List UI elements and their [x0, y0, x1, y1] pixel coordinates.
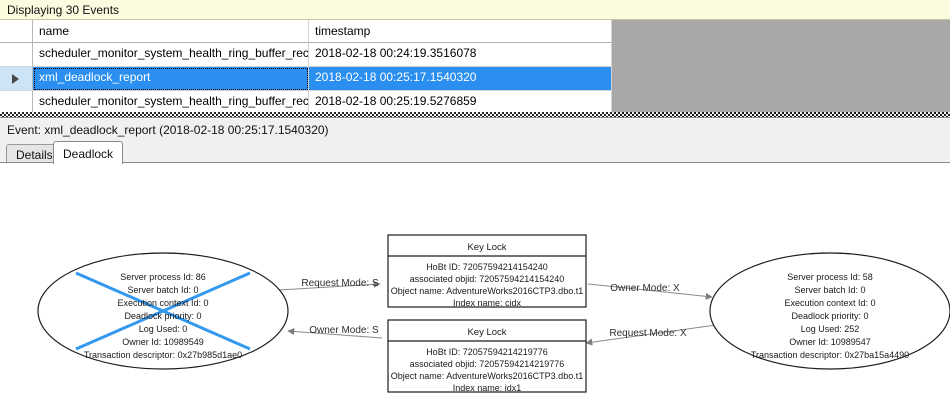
process-right-line-2: Server batch Id: 0	[794, 285, 865, 295]
process-right-line-7: Transaction descriptor: 0x27ba15a4490	[751, 350, 909, 360]
column-header-timestamp[interactable]: timestamp	[309, 20, 612, 43]
edge-label-left-request-top: Request Mode: S	[301, 278, 379, 289]
process-right-line-1: Server process Id: 58	[787, 272, 873, 282]
process-left-line-2: Server batch Id: 0	[127, 285, 198, 295]
resource-node-top[interactable]: Key Lock HoBt ID: 72057594214154240 asso…	[387, 234, 587, 308]
cell-name[interactable]: xml_deadlock_report	[33, 67, 309, 91]
process-node-left[interactable]: Server process Id: 86 Server batch Id: 0…	[37, 252, 289, 370]
current-row-arrow-icon	[12, 74, 19, 84]
table-row-selected[interactable]: xml_deadlock_report 2018-02-18 00:25:17.…	[0, 67, 612, 91]
panel-divider	[0, 117, 950, 118]
resource-bottom-line-4: Index name: idx1	[453, 383, 522, 393]
process-left-line-3: Execution context Id: 0	[117, 298, 208, 308]
process-right-line-3: Execution context Id: 0	[784, 298, 875, 308]
grid-resize-grip[interactable]	[0, 112, 950, 118]
process-left-line-6: Owner Id: 10989549	[122, 337, 204, 347]
events-banner: Displaying 30 Events	[0, 0, 950, 20]
event-title-label: Event: xml_deadlock_report (2018-02-18 0…	[7, 123, 329, 137]
resource-bottom-line-3: Object name: AdventureWorks2016CTP3.dbo.…	[391, 371, 583, 381]
grid-header-gutter	[0, 20, 33, 43]
process-right-line-4: Deadlock priority: 0	[791, 311, 868, 321]
cell-name[interactable]: scheduler_monitor_system_health_ring_buf…	[33, 91, 309, 115]
tab-deadlock[interactable]: Deadlock	[53, 141, 124, 164]
deadlock-victim-cross-icon	[75, 271, 251, 351]
resource-top-title: Key Lock	[467, 242, 506, 253]
row-selector[interactable]	[0, 67, 33, 91]
events-count-label: Displaying 30 Events	[7, 3, 120, 17]
events-panel: Displaying 30 Events name timestamp sche…	[0, 0, 950, 118]
resource-bottom-line-1: HoBt ID: 72057594214219776	[426, 347, 548, 357]
edge-right-request-bottom: Request Mode: X	[585, 324, 717, 346]
process-left-line-1: Server process Id: 86	[120, 272, 206, 282]
resource-bottom-line-2: associated objid: 72057594214219776	[410, 359, 565, 369]
edge-label-right-request-bottom: Request Mode: X	[609, 328, 687, 339]
edge-label-top-owner-right: Owner Mode: X	[610, 283, 680, 294]
row-selector[interactable]	[0, 91, 33, 115]
event-detail-header: Event: xml_deadlock_report (2018-02-18 0…	[0, 119, 950, 141]
column-header-name[interactable]: name	[33, 20, 309, 43]
tab-details[interactable]: Details	[6, 144, 63, 163]
edge-bottom-owner-left: Owner Mode: S	[287, 325, 383, 339]
grid-header-row: name timestamp	[0, 20, 612, 43]
detail-tabstrip: Details Deadlock	[0, 141, 950, 164]
cell-timestamp[interactable]: 2018-02-18 00:24:19.3516078	[309, 43, 612, 67]
resource-top-line-1: HoBt ID: 72057594214154240	[426, 262, 548, 272]
edge-label-bottom-owner-left: Owner Mode: S	[309, 325, 379, 336]
cell-name[interactable]: scheduler_monitor_system_health_ring_buf…	[33, 43, 309, 67]
resource-top-line-3: Object name: AdventureWorks2016CTP3.dbo.…	[391, 286, 583, 296]
process-right-line-6: Owner Id: 10989547	[789, 337, 871, 347]
deadlock-graph-canvas[interactable]: Request Mode: S Owner Mode: S Owner Mode…	[0, 162, 950, 400]
process-left-line-7: Transaction descriptor: 0x27b985d1ae0	[84, 350, 242, 360]
process-node-right[interactable]: Server process Id: 58 Server batch Id: 0…	[709, 252, 950, 370]
edge-left-request-top: Request Mode: S	[261, 278, 381, 292]
edge-top-owner-right: Owner Mode: X	[587, 283, 713, 300]
process-right-line-5: Log Used: 252	[801, 324, 860, 334]
events-grid[interactable]: name timestamp scheduler_monitor_system_…	[0, 20, 612, 118]
process-left-line-4: Deadlock priority: 0	[124, 311, 201, 321]
resource-top-line-2: associated objid: 72057594214154240	[410, 274, 565, 284]
resource-top-line-4: Index name: cidx	[453, 298, 522, 308]
row-selector[interactable]	[0, 43, 33, 67]
resource-bottom-title: Key Lock	[467, 327, 506, 338]
process-left-line-5: Log Used: 0	[139, 324, 188, 334]
resource-node-bottom[interactable]: Key Lock HoBt ID: 72057594214219776 asso…	[387, 319, 587, 393]
table-row[interactable]: scheduler_monitor_system_health_ring_buf…	[0, 43, 612, 67]
cell-timestamp[interactable]: 2018-02-18 00:25:17.1540320	[309, 67, 612, 91]
